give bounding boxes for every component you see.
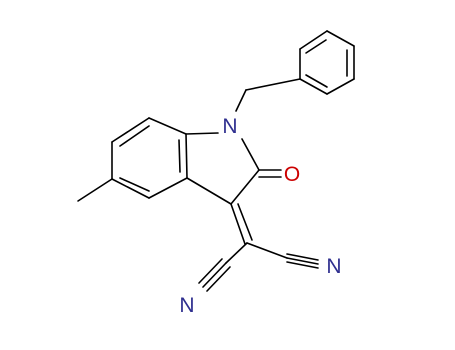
bond [202, 262, 227, 288]
bond [245, 78, 301, 91]
bond [148, 117, 187, 135]
bond [326, 30, 355, 47]
bond [326, 78, 355, 95]
oxygen-label-carbonyl: O [284, 163, 300, 186]
bond [185, 132, 219, 135]
bond [246, 242, 288, 259]
atom-labels: N O N N [179, 115, 341, 317]
bond-inner [305, 39, 327, 54]
bond [206, 266, 231, 292]
bond-inner [178, 139, 181, 173]
bond [111, 117, 150, 143]
bond [225, 242, 248, 264]
bond [299, 78, 328, 95]
bond-inner [119, 177, 150, 192]
nitrogen-label-nitrile-right: N [326, 255, 341, 278]
bond [286, 261, 319, 269]
bond [111, 178, 150, 199]
bond [230, 169, 260, 205]
bond [241, 138, 260, 171]
bond [286, 257, 319, 265]
bond [77, 178, 113, 202]
bond-inner [305, 74, 328, 88]
nitrogen-label-nitrile-left: N [179, 294, 194, 317]
nitrogen-label-ring: N [222, 115, 237, 138]
bond [148, 177, 188, 199]
bond [185, 133, 188, 179]
bond [186, 177, 232, 205]
bond [235, 89, 247, 112]
bond [286, 253, 319, 261]
bond-lines [77, 30, 355, 292]
bond [198, 258, 223, 284]
bond [230, 203, 246, 245]
bond [237, 203, 253, 241]
bond [299, 30, 328, 50]
bond-inner [119, 125, 150, 147]
